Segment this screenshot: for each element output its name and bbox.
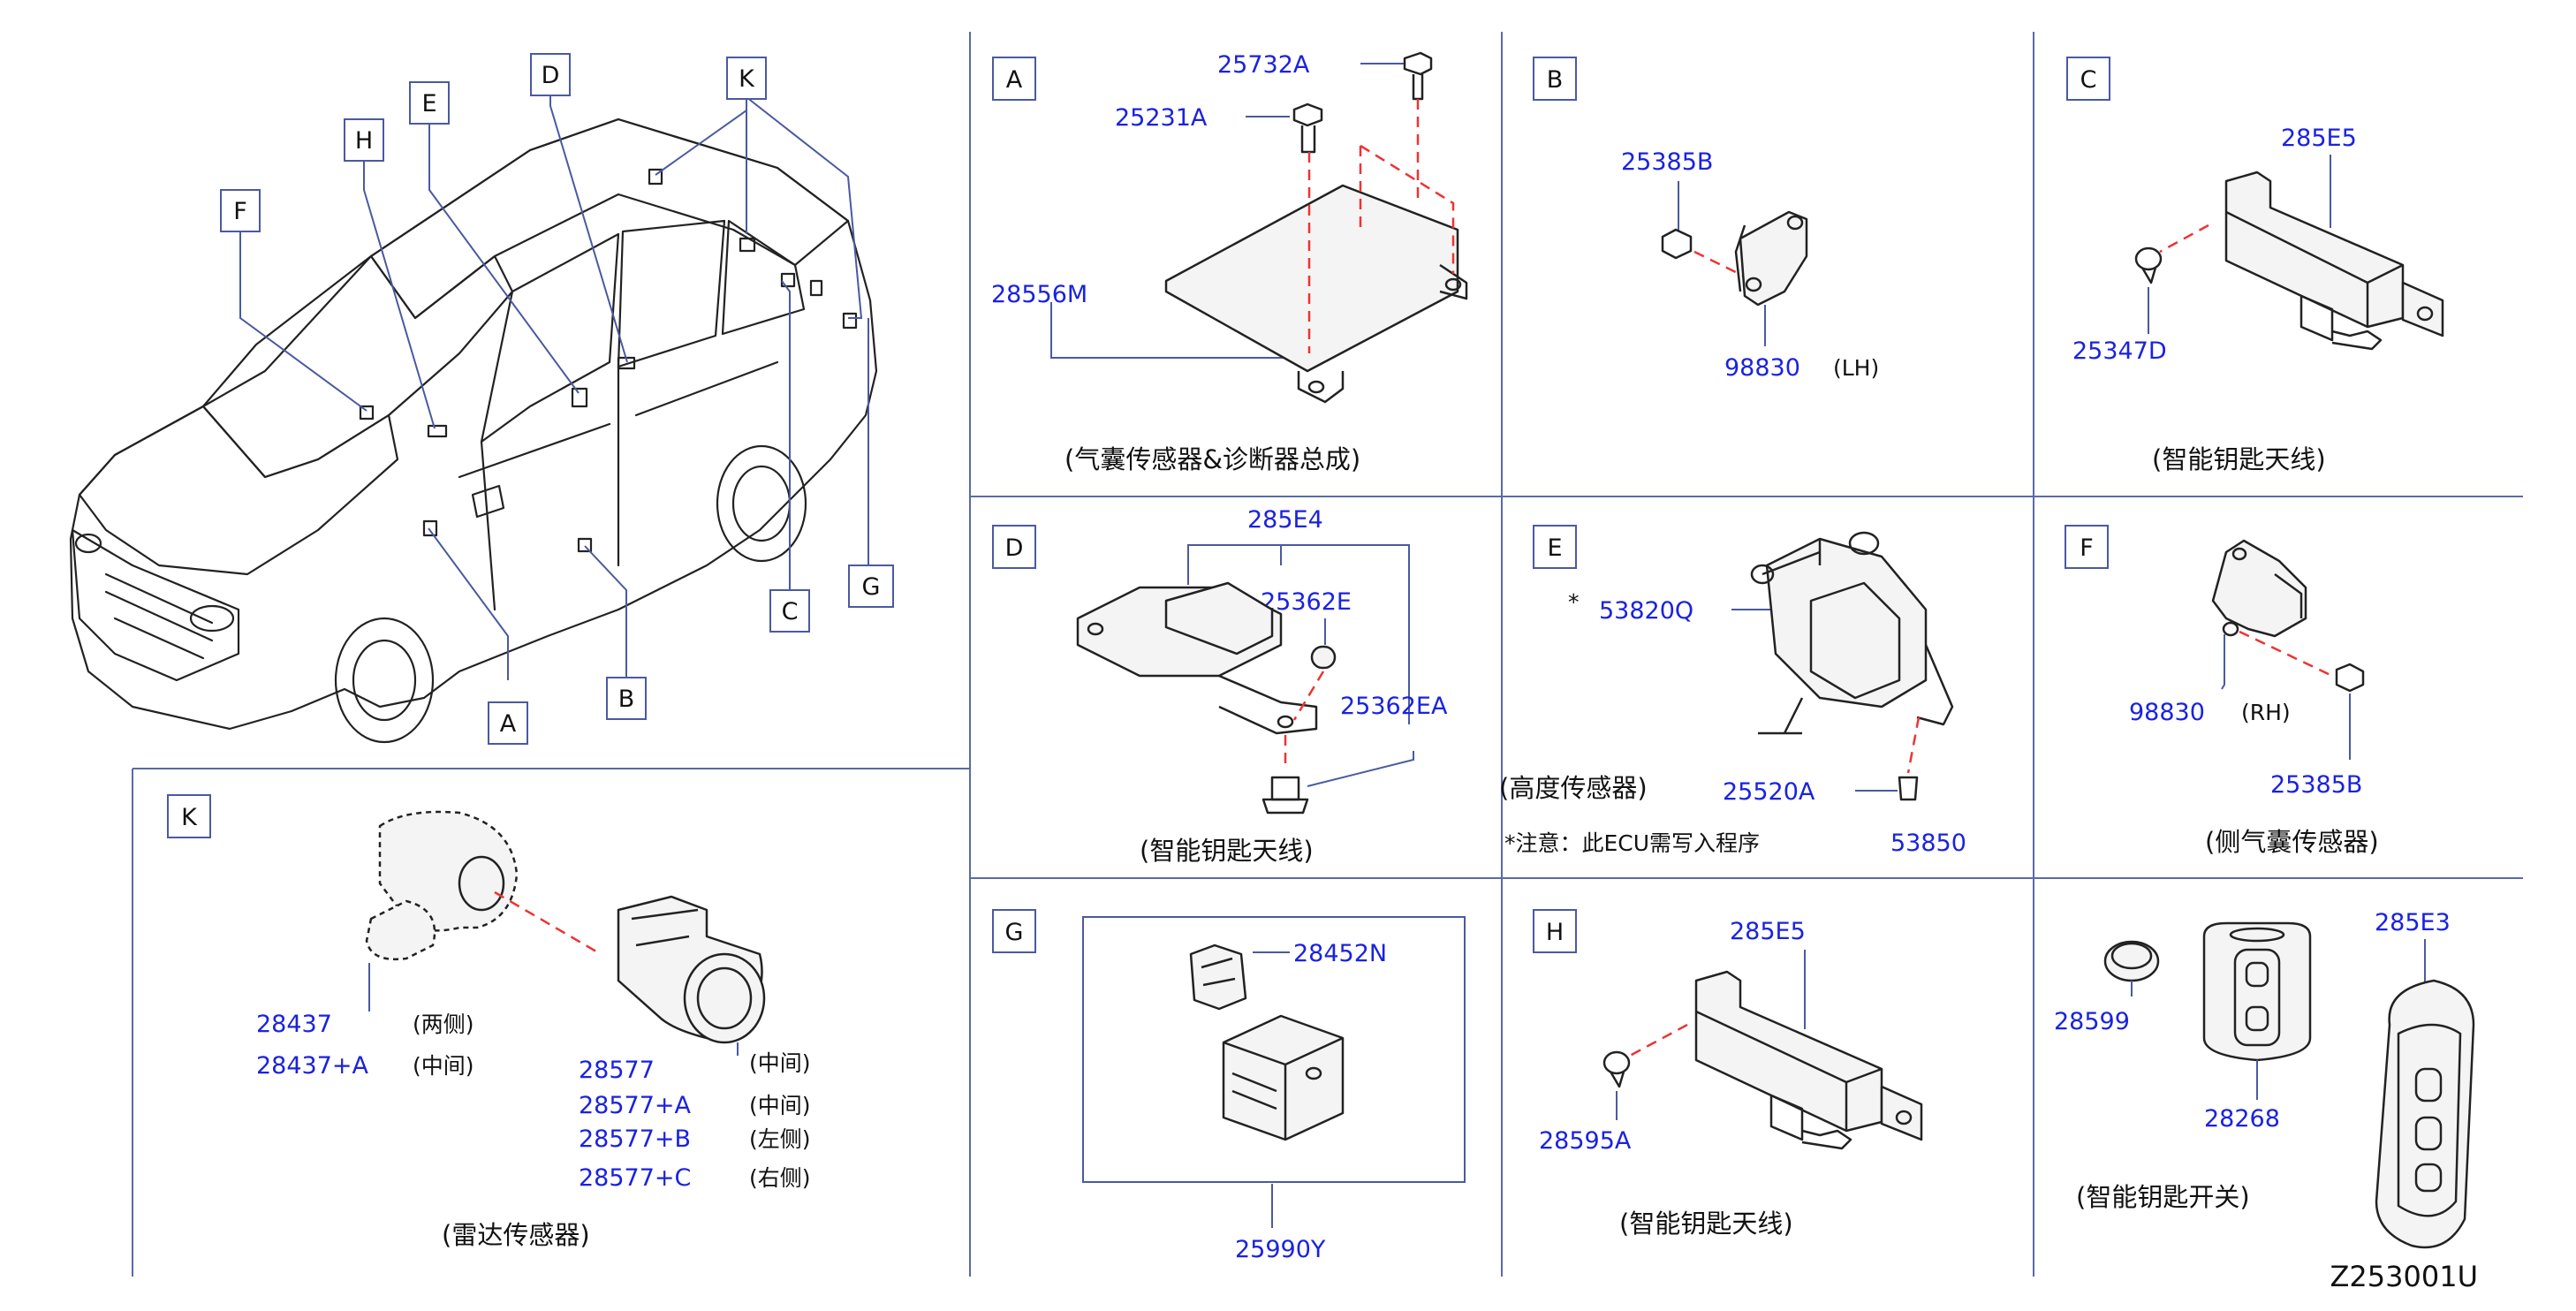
part-98830-rh: 98830 — [2129, 699, 2205, 726]
part-25362EA: 25362EA — [1340, 693, 1448, 720]
part-28577B: 28577+B — [579, 1125, 691, 1153]
section-D: D 285E4 25362E 25362EA (智能钥匙天线) — [992, 506, 1448, 866]
part-25990Y: 25990Y — [1235, 1236, 1326, 1263]
callout-E: E — [409, 81, 450, 125]
svg-text:A: A — [500, 710, 517, 738]
part-285E5-c: 285E5 — [2281, 125, 2357, 152]
svg-text:(中间): (中间) — [413, 1053, 474, 1079]
part-28437A: 28437+A — [256, 1052, 369, 1080]
caption-K: (雷达传感器) — [442, 1220, 590, 1250]
part-98830-lh: 98830 — [1724, 354, 1800, 382]
part-25732A: 25732A — [1217, 51, 1310, 79]
side-rh: (RH) — [2241, 700, 2291, 725]
caption-key: (智能钥匙开关) — [2076, 1182, 2250, 1212]
part-25385B-f: 25385B — [2270, 771, 2362, 799]
part-25347D: 25347D — [2072, 337, 2167, 365]
svg-text:H: H — [1546, 919, 1564, 946]
part-28595A: 28595A — [1539, 1127, 1632, 1155]
svg-text:A: A — [1006, 66, 1023, 94]
callout-leaders — [239, 95, 869, 691]
svg-text:(中间): (中间) — [749, 1093, 811, 1118]
section-F: F 98830 (RH) 25385B (侧气囊传感器) — [2065, 525, 2379, 857]
callout-B: B — [606, 677, 647, 720]
callout-F: F — [220, 189, 261, 232]
svg-text:(两侧): (两侧) — [413, 1012, 474, 1037]
diagram-code: Z253001U — [2330, 1260, 2479, 1293]
svg-text:F: F — [2080, 534, 2094, 562]
caption-A: (气囊传感器&诊断器总成) — [1064, 444, 1360, 474]
svg-text:E: E — [421, 90, 436, 117]
vehicle-drawing — [69, 117, 878, 744]
part-28577C: 28577+C — [579, 1164, 691, 1192]
part-53850: 53850 — [1890, 830, 1966, 857]
section-K: K 28437 (两侧) 28437+A (中间) 28577 (中间) 285… — [167, 794, 811, 1250]
part-28599: 28599 — [2054, 1008, 2130, 1035]
svg-text:G: G — [862, 573, 881, 601]
svg-text:C: C — [2080, 66, 2097, 94]
section-A: A 25732A 25231A 28556M (气囊传感器&诊断器总成) — [991, 51, 1468, 474]
svg-text:F: F — [233, 198, 247, 225]
part-25520A: 25520A — [1723, 778, 1815, 806]
part-285E5-h: 285E5 — [1730, 918, 1806, 945]
part-28437: 28437 — [256, 1011, 332, 1038]
part-285E4: 285E4 — [1247, 506, 1323, 534]
caption-H: (智能钥匙天线) — [1619, 1209, 1793, 1239]
svg-text:D: D — [542, 62, 560, 89]
callout-C: C — [769, 589, 810, 633]
part-25385B: 25385B — [1621, 148, 1713, 176]
svg-text:B: B — [618, 686, 635, 713]
callout-H: H — [344, 118, 384, 162]
section-C: C 285E5 25347D (智能钥匙天线) — [2066, 57, 2444, 474]
program-note: *注意：此ECU需写入程序 — [1504, 830, 1760, 856]
callout-G: G — [848, 565, 894, 608]
svg-text:E: E — [1547, 534, 1562, 562]
caption-C: (智能钥匙天线) — [2152, 444, 2326, 474]
part-28577: 28577 — [579, 1057, 655, 1084]
caption-F: (侧气囊传感器) — [2205, 827, 2379, 857]
part-28268: 28268 — [2204, 1105, 2280, 1133]
part-28556M: 28556M — [991, 281, 1087, 308]
grid-lines — [132, 32, 2523, 1277]
svg-text:(中间): (中间) — [749, 1050, 811, 1076]
section-E: E * 53820Q (高度传感器) 25520A *注意：此ECU需写入程序 … — [1499, 525, 1966, 857]
section-B: B 25385B 98830 (LH) — [1533, 57, 1879, 382]
part-53820Q: 53820Q — [1599, 597, 1693, 625]
svg-text:K: K — [181, 804, 198, 831]
svg-text:G: G — [1005, 919, 1024, 946]
part-28577A: 28577+A — [579, 1092, 692, 1119]
svg-text:H: H — [355, 127, 373, 155]
svg-text:C: C — [782, 598, 799, 625]
svg-text:*: * — [1568, 589, 1580, 615]
section-key: 28599 28268 285E3 (智能钥匙开关) — [2054, 909, 2475, 1249]
callout-A: A — [488, 701, 528, 745]
callout-boxes: F H E D K A B C G — [220, 53, 894, 745]
svg-text:K: K — [739, 65, 755, 93]
svg-text:(左侧): (左侧) — [749, 1126, 811, 1152]
svg-text:D: D — [1005, 534, 1024, 562]
svg-text:(右侧): (右侧) — [749, 1165, 811, 1191]
callout-D: D — [530, 53, 571, 96]
section-H: H 285E5 28595A (智能钥匙天线) — [1533, 909, 1923, 1239]
part-285E3: 285E3 — [2375, 909, 2451, 936]
caption-E: (高度传感器) — [1499, 773, 1648, 803]
side-lh: (LH) — [1833, 355, 1879, 381]
callout-K: K — [726, 57, 767, 100]
caption-D: (智能钥匙天线) — [1140, 836, 1314, 866]
part-25231A: 25231A — [1115, 104, 1208, 132]
part-28452N: 28452N — [1293, 940, 1387, 967]
svg-text:B: B — [1547, 66, 1564, 94]
section-G: G 28452N 25990Y — [992, 909, 1466, 1263]
